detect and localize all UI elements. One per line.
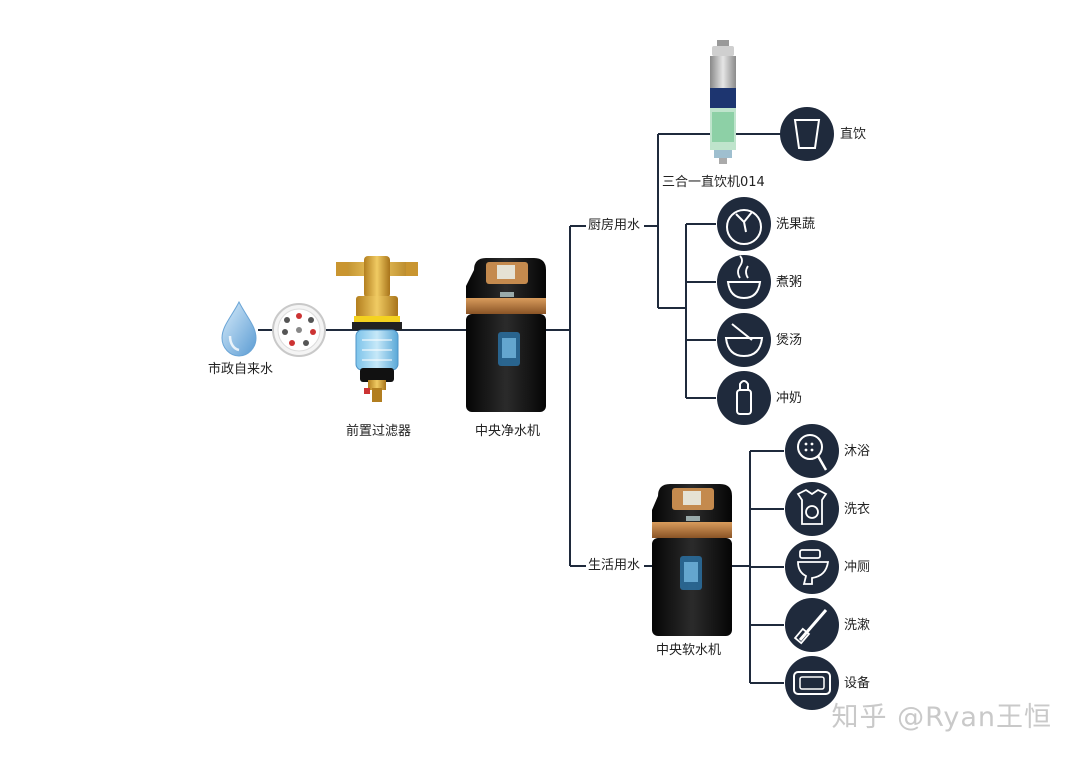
connector-lines bbox=[258, 133, 784, 684]
kitchen-item-label: 直饮 bbox=[840, 127, 867, 142]
steaming-bowl-icon bbox=[717, 255, 771, 309]
central-purifier-machine bbox=[466, 258, 546, 412]
soup-bowl-icon bbox=[717, 313, 771, 367]
drinking-machine-label: 三合一直饮机014 bbox=[662, 175, 765, 190]
central-softener-machine bbox=[652, 484, 732, 636]
shower-head-icon bbox=[785, 424, 839, 478]
kitchen-item-label: 煲汤 bbox=[776, 333, 803, 348]
household-item-label: 设备 bbox=[844, 676, 871, 691]
source-label: 市政自来水 bbox=[208, 362, 274, 377]
water-drop-icon bbox=[221, 300, 257, 357]
central-purifier-label: 中央净水机 bbox=[475, 424, 541, 439]
appliance-icon bbox=[785, 656, 839, 710]
baby-bottle-icon bbox=[717, 371, 771, 425]
drinking-machine-cartridge bbox=[710, 40, 736, 164]
softener-label: 中央软水机 bbox=[656, 643, 722, 658]
prefilter-device bbox=[336, 256, 418, 402]
household-item-label: 洗漱 bbox=[844, 618, 871, 633]
kitchen-item-label: 煮粥 bbox=[776, 275, 803, 290]
tomato-icon bbox=[717, 197, 771, 251]
prefilter-label: 前置过滤器 bbox=[346, 424, 412, 439]
glass-icon bbox=[780, 107, 834, 161]
toothbrush-icon bbox=[785, 598, 839, 652]
toilet-icon bbox=[785, 540, 839, 594]
watermark: 知乎 @Ryan王恒 bbox=[831, 702, 1052, 733]
household-item-label: 沐浴 bbox=[844, 444, 871, 459]
kitchen-item-label: 冲奶 bbox=[776, 391, 803, 406]
household-branch-label: 生活用水 bbox=[586, 558, 643, 574]
kitchen-branch-label: 厨房用水 bbox=[586, 218, 643, 234]
household-item-label: 冲厕 bbox=[844, 560, 871, 575]
kitchen-item-label: 洗果蔬 bbox=[776, 217, 816, 232]
washing-machine-icon bbox=[785, 482, 839, 536]
water-meter-icon bbox=[272, 303, 326, 357]
household-item-label: 洗衣 bbox=[844, 502, 871, 517]
